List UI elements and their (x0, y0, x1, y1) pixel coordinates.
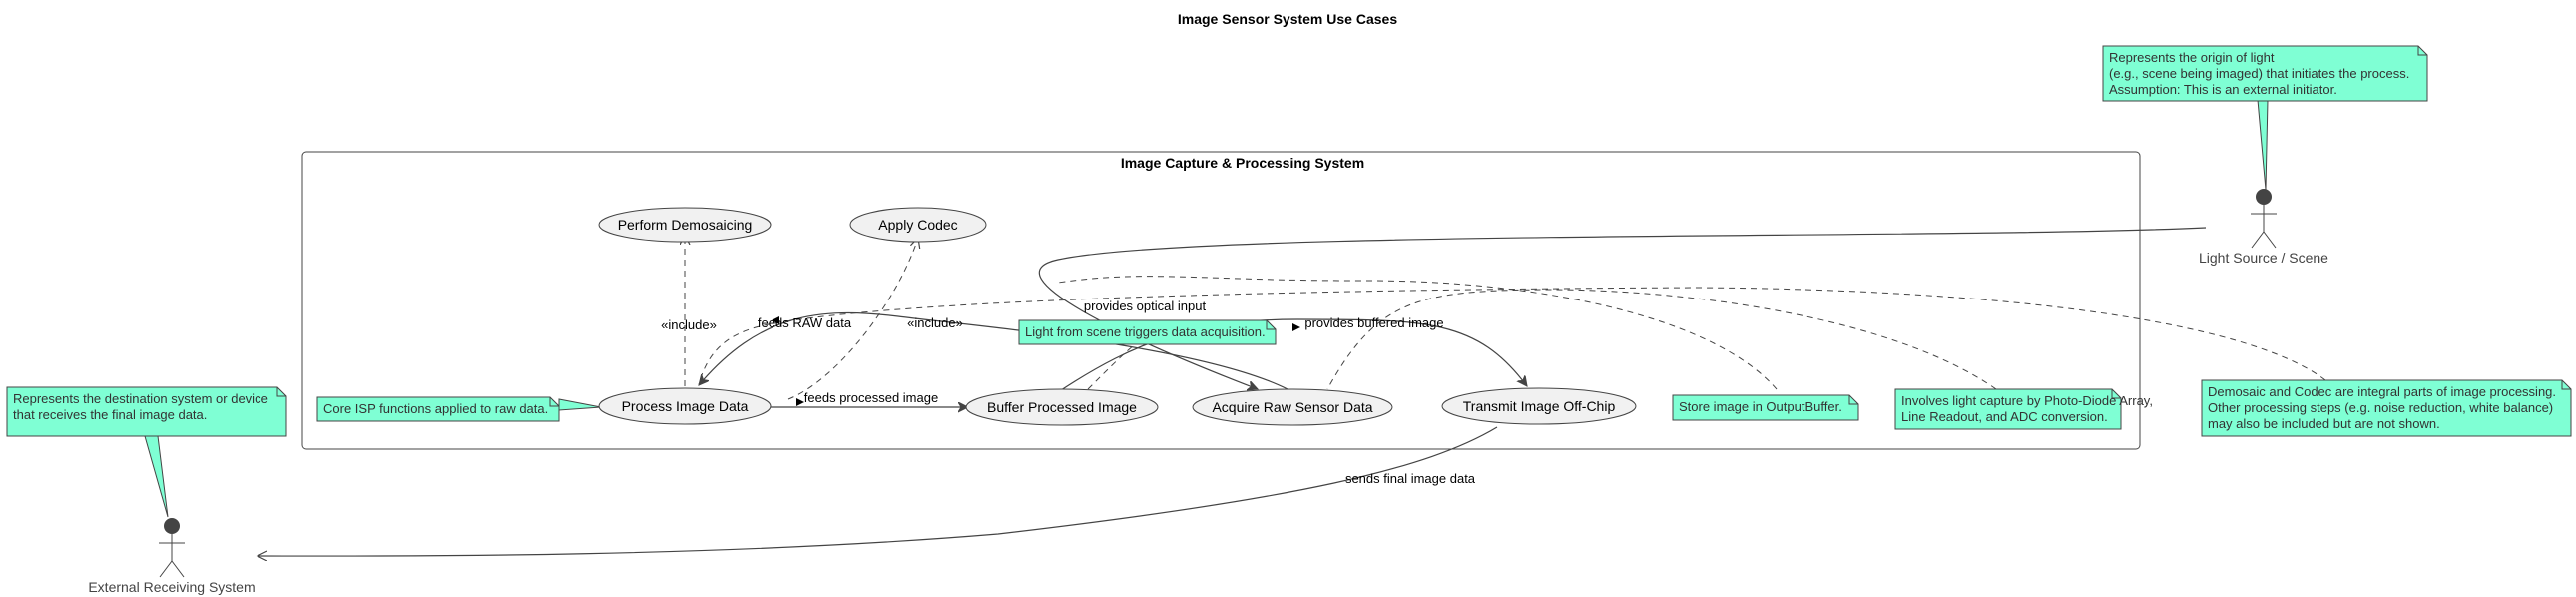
edge-buffered-image (1057, 318, 1527, 393)
label-include-codec: «include» (907, 315, 963, 330)
actor-light-source-head (2256, 189, 2272, 205)
actor-external-receiver-leg-right (171, 560, 185, 578)
actor-external-receiver-leg-left (159, 560, 173, 578)
note-text-line: may also be included but are not shown. (2208, 416, 2440, 431)
note-light-source: Represents the origin of light(e.g., sce… (2102, 45, 2428, 102)
usecase-transmit[interactable] (1441, 387, 1637, 425)
usecase-transmit-label: Transmit Image Off-Chip (1463, 398, 1616, 414)
usecase-process[interactable] (598, 387, 772, 425)
note-fold (2417, 46, 2427, 56)
usecases: Perform Demosaicing Apply Codec Process … (598, 207, 1637, 426)
note-text-line: Represents the origin of light (2109, 50, 2275, 65)
label-buffered-image: provides buffered image (1304, 315, 1443, 330)
note-external-receiver: Represents the destination system or dev… (6, 386, 287, 437)
note-fold (1266, 320, 1276, 330)
note-box (316, 396, 560, 422)
usecase-codec-label: Apply Codec (878, 217, 957, 233)
system-boundary-title: Image Capture & Processing System (1121, 155, 1364, 171)
note-link-demosaic-codec (698, 287, 2326, 385)
note-text-line: Line Readout, and ADC conversion. (1901, 409, 2108, 424)
actor-external-receiver[interactable]: External Receiving System (88, 518, 256, 595)
edge-feeds-raw (699, 311, 1288, 390)
note-fold (1848, 395, 1858, 405)
note-text-line: Represents the destination system or dev… (13, 391, 268, 406)
note-text-line: Assumption: This is an external initiato… (2109, 82, 2337, 97)
label-feeds-raw: feeds RAW data (758, 315, 852, 330)
usecase-codec[interactable] (849, 207, 987, 243)
note-text-line: Demosaic and Codec are integral parts of… (2208, 384, 2556, 399)
note-fold (2111, 389, 2121, 399)
note-output-buffer: Store image in OutputBuffer. (1672, 394, 1859, 421)
actor-external-receiver-label: External Receiving System (88, 579, 255, 595)
label-final-data: sends final image data (1345, 471, 1476, 486)
usecase-demosaic[interactable] (598, 207, 772, 243)
note-box (2102, 45, 2428, 102)
note-text-line: Core ISP functions applied to raw data. (323, 401, 548, 416)
usecase-buffer[interactable] (965, 388, 1159, 426)
note-text-line: (e.g., scene being imaged) that initiate… (2109, 66, 2409, 81)
label-arrow-feeds-processed (796, 398, 804, 406)
note-demosaic-codec: Demosaic and Codec are integral parts of… (2201, 379, 2572, 437)
note-text-line: Store image in OutputBuffer. (1679, 399, 1842, 414)
usecase-acquire[interactable] (1192, 388, 1393, 426)
label-arrow-buffered-image (1292, 323, 1300, 331)
note-tail-external (144, 435, 169, 518)
note-fold (2561, 380, 2571, 390)
note-box (1672, 394, 1859, 421)
note-link-output-buffer (1057, 276, 1778, 390)
connections (144, 99, 2326, 556)
note-fold (276, 387, 286, 397)
label-arrow-feeds-raw (772, 316, 779, 324)
note-photodiode: Involves light capture by Photo-Diode Ar… (1894, 388, 2153, 430)
note-box (6, 386, 287, 437)
note-box (2201, 379, 2572, 437)
note-isp: Core ISP functions applied to raw data. (316, 396, 560, 422)
edge-final-data (258, 426, 1498, 556)
note-box (1018, 319, 1277, 345)
note-text-line: Light from scene triggers data acquisiti… (1025, 324, 1266, 339)
actor-light-source[interactable]: Light Source / Scene (2199, 189, 2328, 266)
usecase-buffer-label: Buffer Processed Image (987, 399, 1137, 415)
notes: Represents the origin of light(e.g., sce… (6, 45, 2572, 437)
note-trigger: Light from scene triggers data acquisiti… (1018, 319, 1277, 345)
note-fold (549, 397, 559, 407)
note-tail-isp (558, 398, 602, 411)
actor-light-source-leg-left (2251, 231, 2265, 249)
edge-include-codec (787, 238, 918, 400)
label-feeds-processed: feeds processed image (804, 390, 938, 405)
note-box (1894, 388, 2122, 430)
note-tail-light-source (2257, 99, 2269, 191)
diagram-title: Image Sensor System Use Cases (1178, 11, 1397, 27)
note-text-line: that receives the final image data. (13, 407, 207, 422)
note-text-line: Involves light capture by Photo-Diode Ar… (1901, 393, 2153, 408)
actor-external-receiver-head (164, 518, 180, 534)
actor-light-source-leg-right (2263, 231, 2277, 249)
usecase-demosaic-label: Perform Demosaicing (618, 217, 753, 233)
label-optical-input: provides optical input (1084, 298, 1207, 313)
note-text-line: Other processing steps (e.g. noise reduc… (2208, 400, 2553, 415)
usecase-process-label: Process Image Data (622, 398, 749, 414)
label-include-demosaic: «include» (661, 317, 717, 332)
usecase-acquire-label: Acquire Raw Sensor Data (1212, 399, 1372, 415)
actor-light-source-label: Light Source / Scene (2199, 250, 2328, 266)
